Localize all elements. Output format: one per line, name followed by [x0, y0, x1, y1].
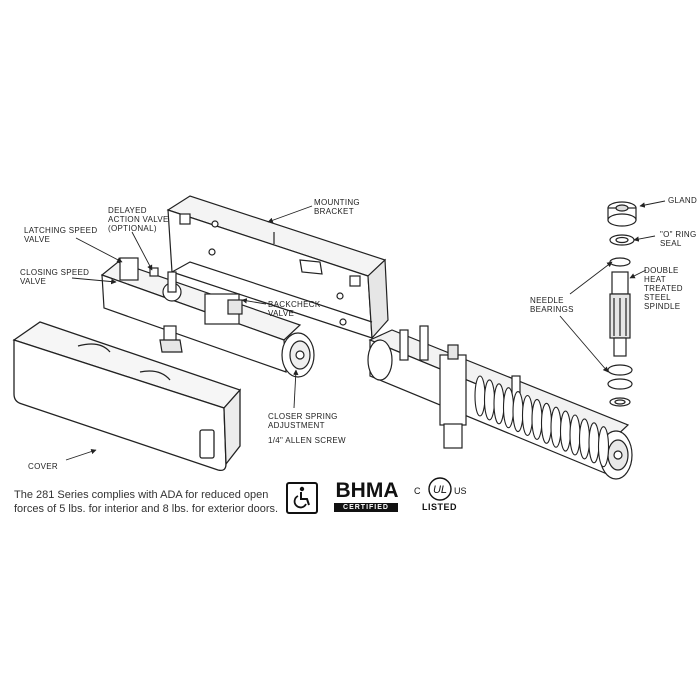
- closer-body: [100, 257, 315, 378]
- bhma-certified-text: CERTIFIED: [334, 503, 398, 512]
- spring-coil: [559, 410, 572, 452]
- note-line-2: forces of 5 lbs. for interior and 8 lbs.…: [14, 503, 279, 515]
- wheelchair-icon: [286, 482, 318, 514]
- spring-coil: [483, 379, 496, 421]
- bhma-certified-logo: BHMA CERTIFIED: [332, 480, 402, 514]
- note-line-1: The 281 Series complies with ADA for red…: [14, 489, 269, 501]
- ul-us-mark: US: [454, 486, 467, 496]
- spring-coil: [521, 394, 534, 437]
- spindle-stack: [607, 201, 637, 407]
- mounting-bracket: [166, 195, 389, 340]
- spring-coil: [512, 391, 524, 433]
- spring-coil: [502, 387, 515, 429]
- spring-coil: [474, 375, 486, 417]
- spring-coil: [597, 426, 610, 468]
- cover: [12, 321, 242, 472]
- spring-coil: [531, 398, 543, 440]
- spring-coil: [540, 402, 553, 444]
- closer-spring: [474, 375, 610, 468]
- label-spindle: DOUBLE HEAT TREATED STEEL SPINDLE: [644, 266, 683, 311]
- ul-listed-logo: UL C US LISTED: [410, 476, 470, 516]
- label-needle-bearings: NEEDLE BEARINGS: [530, 296, 574, 314]
- label-allen-screw: 1/4" ALLEN SCREW: [268, 436, 346, 445]
- spring-coil: [588, 422, 600, 464]
- ul-listed-text: LISTED: [422, 502, 458, 512]
- leader-lines: [65, 200, 666, 461]
- label-delayed-action-valve: DELAYED ACTION VALVE (OPTIONAL): [108, 206, 169, 233]
- label-cover: COVER: [28, 462, 58, 471]
- spring-coil: [493, 383, 505, 425]
- label-gland: GLAND: [668, 196, 698, 205]
- label-o-ring-seal: "O" RING SEAL: [660, 230, 697, 248]
- svg-text:UL: UL: [433, 484, 447, 496]
- label-closing-speed-valve: CLOSING SPEED VALVE: [20, 268, 90, 286]
- label-latching-speed-valve: LATCHING SPEED VALVE: [24, 226, 98, 244]
- spring-coil: [578, 418, 591, 460]
- bhma-text: BHMA: [335, 479, 399, 502]
- label-mounting-bracket: MOUNTING BRACKET: [314, 198, 360, 216]
- label-backcheck-valve: BACKCHECK VALVE: [268, 300, 321, 318]
- ul-c-mark: C: [414, 486, 421, 496]
- spring-coil: [550, 406, 562, 448]
- ada-compliance-note: The 281 Series complies with ADA for red…: [14, 488, 284, 516]
- spring-coil: [569, 414, 581, 456]
- label-closer-spring-adjustment: CLOSER SPRING ADJUSTMENT: [268, 412, 338, 430]
